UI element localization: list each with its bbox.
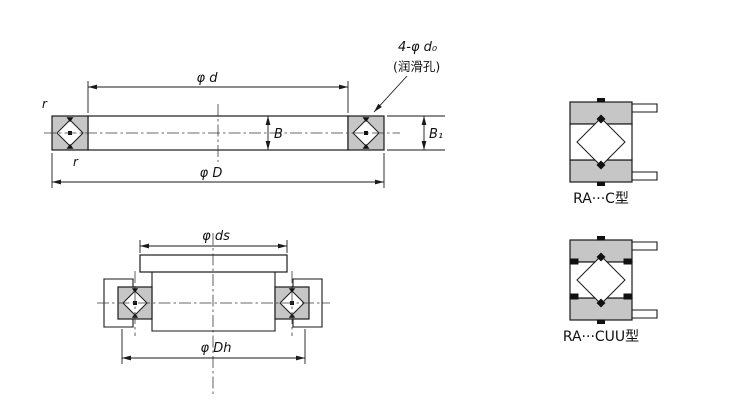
dim-phi-ds: φ ds <box>139 229 288 253</box>
c-nub-bottom <box>597 181 605 186</box>
dim-phi-Dh: φ Dh <box>121 329 306 364</box>
spacer-right-bottom <box>362 144 370 149</box>
dim-B: B <box>265 116 283 150</box>
shaft-flange <box>139 254 288 273</box>
mounted-spacer-right-top <box>288 288 296 293</box>
mounting-section-view: φ ds φ Dh <box>97 229 330 397</box>
lube-hole-note-label: (润滑孔) <box>393 59 440 74</box>
dim-phi-d-label: φ d <box>197 71 219 86</box>
housing-right <box>292 278 323 328</box>
cuu-seal-left-top <box>570 258 579 265</box>
shaft-body <box>151 271 276 332</box>
cuu-seal-right-top <box>623 258 632 265</box>
dim-phi-Dh-label: φ Dh <box>201 341 232 356</box>
spacer-left-top <box>66 117 74 122</box>
spacer-left-bottom <box>66 144 74 149</box>
dim-phi-D-label: φ D <box>200 166 223 181</box>
cuu-seal-left-bottom <box>570 293 579 300</box>
dim-B1-label: B₁ <box>429 127 443 142</box>
main-section-view: φ d φ D B B₁ 4-φ d₀ (润滑孔) r r <box>42 40 445 188</box>
dim-phi-ds-label: φ ds <box>202 229 230 244</box>
chamfer-r-top-label: r <box>42 97 48 111</box>
chamfer-r-bottom-label: r <box>73 155 79 169</box>
centerlines-mounting <box>97 233 330 397</box>
dim-B-label: B <box>274 127 283 142</box>
c-nub-top <box>597 98 605 103</box>
cuu-seals <box>570 258 632 300</box>
lube-hole-leader <box>373 75 408 113</box>
centerlines-main <box>44 104 400 162</box>
type-view-c: RA···C型 <box>569 98 658 207</box>
c-spacer-top <box>596 114 606 124</box>
type-c-label: RA···C型 <box>573 191 629 207</box>
type-view-cuu: RA···CUU型 <box>563 236 658 345</box>
lube-hole-callout: 4-φ d₀ (润滑孔) <box>373 40 440 113</box>
dim-B1: B₁ <box>387 115 445 151</box>
c-spacer-bottom <box>596 160 606 170</box>
cuu-shaft-rails <box>631 241 658 319</box>
cuu-spacer-bottom <box>596 298 606 308</box>
cuu-nub-bottom <box>597 319 605 324</box>
c-shaft-rails <box>631 103 658 181</box>
cuu-seal-right-bottom <box>623 293 632 300</box>
spacer-right-top <box>362 117 370 122</box>
dim-phi-D: φ D <box>51 153 385 188</box>
type-cuu-label: RA···CUU型 <box>563 329 639 345</box>
cuu-spacer-top <box>596 252 606 262</box>
dim-phi-d: φ d <box>87 71 349 113</box>
cuu-nub-top <box>597 236 605 241</box>
mounted-spacer-left-top <box>131 288 139 293</box>
lube-hole-callout-label: 4-φ d₀ <box>398 40 438 55</box>
roller-center-right <box>364 131 368 135</box>
